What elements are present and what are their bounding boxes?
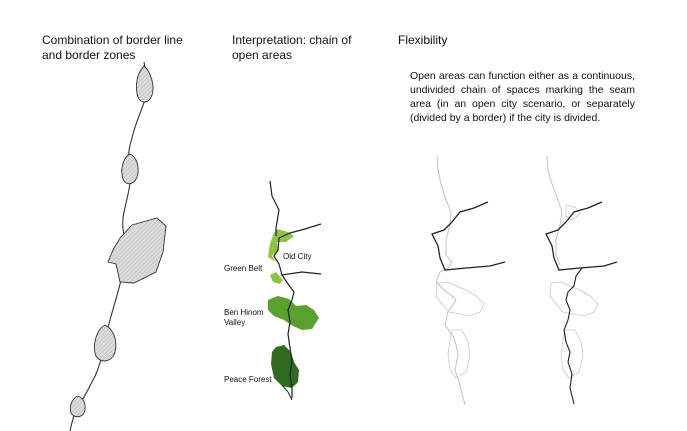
faint-border-line <box>546 155 563 266</box>
ben-hinom-valley-area <box>268 296 319 330</box>
border-zone <box>94 324 117 362</box>
figure-chain-open-areas <box>268 180 322 401</box>
label-peace-forest: Peace Forest <box>224 375 272 384</box>
faint-open-area <box>560 329 584 379</box>
border-zone <box>69 395 86 418</box>
old-city-outline <box>431 201 506 271</box>
old-city-outline <box>545 201 618 271</box>
old-city-outline <box>273 223 322 276</box>
border-line-tail <box>281 384 293 401</box>
faint-open-area <box>435 281 485 317</box>
figure-border-zones <box>69 61 167 431</box>
peace-forest-area <box>271 345 299 388</box>
figure-flexibility-divided <box>545 155 618 405</box>
label-green-belt: Green Belt <box>224 264 263 273</box>
faint-border-line <box>435 155 466 406</box>
label-old-city: Old City <box>283 252 312 261</box>
border-line <box>269 180 295 398</box>
label-ben-hinom-valley: Ben Hinom Valley <box>224 308 264 327</box>
title-combination: Combination of border line and border zo… <box>42 33 183 62</box>
border-zone <box>121 153 139 185</box>
faint-open-area <box>549 281 599 317</box>
green-belt-area <box>268 229 294 262</box>
border-zone <box>107 217 167 284</box>
title-flexibility: Flexibility <box>398 33 448 47</box>
border-line <box>563 267 583 405</box>
border-zone <box>136 65 154 103</box>
flexibility-description: Open areas can function either as a cont… <box>410 70 635 124</box>
faint-green-belt <box>565 204 581 221</box>
title-interpretation: Interpretation: chain of open areas <box>232 33 352 62</box>
green-belt-strip <box>270 272 283 284</box>
faint-open-area <box>447 329 471 379</box>
figure-flexibility-open <box>431 155 506 406</box>
